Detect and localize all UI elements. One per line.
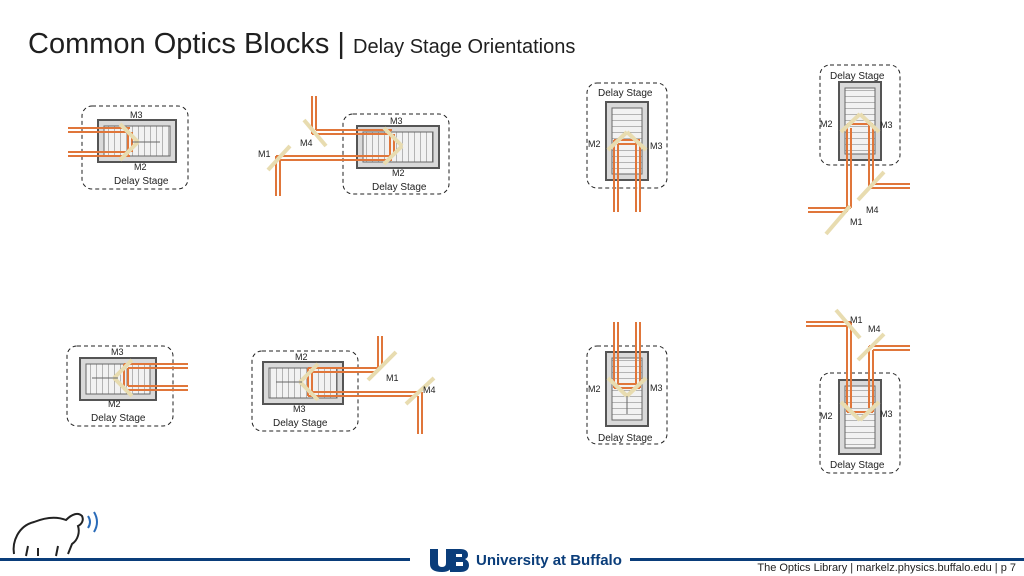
block-8-label-m4: M4 [868,324,881,334]
block-4-mirror-m3 [858,112,881,134]
block-6-mirror-m4 [404,376,436,406]
footer-text: The Optics Library | markelz.physics.buf… [757,562,1016,574]
block-4-label-m4: M4 [866,205,879,215]
block-7-label-m2: M2 [588,384,601,394]
block-3-mirror-m2 [606,130,629,152]
block-4-beam [808,123,910,213]
page-title: Common Optics Blocks | Delay Stage Orien… [28,28,575,61]
block-6-beam [307,336,423,434]
block-8-mirror-m1 [834,308,862,340]
block-1-mirror-m3 [118,122,140,144]
block-6-boundary [251,350,359,432]
title-sub: Delay Stage Orientations [353,36,576,58]
block-5-label-m3: M3 [111,347,124,357]
block-2: M3 M4 M1 M2 Delay Stage [258,96,450,196]
block-3-mirror-m3 [625,130,648,152]
block-6-label-m3: M3 [293,404,306,414]
block-4-mirror-m4 [856,170,886,202]
block-6-mirror-m1 [366,350,398,382]
block-5-label-stage: Delay Stage [91,413,146,424]
block-5-mirror-m3 [112,358,134,380]
block-2-label-m1: M1 [258,149,271,159]
block-2-mirror-m1 [266,144,292,172]
block-6-label-stage: Delay Stage [273,418,328,429]
block-4-label-m2: M2 [820,119,833,129]
block-7-mirror-m2 [606,376,629,398]
block-8-boundary [819,372,901,474]
block-2-mirror-m4 [302,118,328,148]
block-8-mirror-m2 [839,400,862,422]
block-8-label-m3: M3 [880,409,893,419]
block-7-label-m3: M3 [650,383,663,393]
block-2-mirror-m3 [382,126,404,148]
footer-rule-left [0,558,410,561]
block-7-beam [613,322,641,389]
block-1: M3 M2 Delay Stage [68,105,189,190]
block-8-label-stage: Delay Stage [830,460,885,471]
block-3-boundary [586,82,668,189]
block-1-boundary [81,105,189,190]
block-5: M3 M2 Delay Stage [66,345,188,427]
title-main: Common Optics Blocks | [28,28,345,60]
block-4-mirror-m1 [824,204,852,236]
block-1-label-m2: M2 [134,162,147,172]
block-6-label-m1: M1 [386,373,399,383]
block-3-label-m2: M2 [588,139,601,149]
block-1-label-m3: M3 [130,110,143,120]
ub-logo: University at Buffalo [418,547,630,573]
block-4-label-m1: M1 [850,217,863,227]
ub-logo-icon [430,549,469,572]
block-2-stage-rail [362,131,434,163]
block-4-stage-rail [844,87,876,155]
block-8-mirror-m3 [858,400,881,422]
block-6: M2 M3 M1 M4 Delay Stage [251,336,436,434]
block-8-stage-rail [844,385,876,449]
buffalo-icon [12,511,98,557]
block-8-label-m2: M2 [820,411,833,421]
block-4-label-m3: M3 [880,120,893,130]
block-6-label-m4: M4 [423,385,436,395]
block-7-mirror-m3 [625,376,648,398]
block-8-mirror-m4 [856,332,886,362]
block-4: Delay Stage M2 M3 M4 M1 [808,64,910,236]
block-7: M2 M3 Delay Stage [586,322,668,445]
block-6-label-m2: M2 [295,352,308,362]
block-2-label-stage: Delay Stage [372,182,427,193]
block-5-boundary [66,345,174,427]
block-4-label-stage: Delay Stage [830,71,885,82]
block-7-boundary [586,345,668,445]
block-4-boundary [819,64,901,166]
block-6-mirror-m3 [298,380,320,402]
block-5-label-m2: M2 [108,399,121,409]
block-2-label-m3: M3 [390,116,403,126]
block-5-mirror-m2 [112,376,134,398]
block-8: M1 M4 M2 M3 Delay Stage [806,308,910,474]
block-2-boundary [342,113,450,195]
block-2-label-m4: M4 [300,138,313,148]
block-2-mirror-m2 [382,144,404,166]
block-7-label-stage: Delay Stage [598,433,653,444]
footer-rule-right [612,558,1024,561]
block-8-label-m1: M1 [850,315,863,325]
block-6-mirror-m2 [298,362,320,384]
block-2-label-m2: M2 [392,168,405,178]
block-3: Delay Stage M2 M3 [586,82,668,212]
block-1-label-stage: Delay Stage [114,176,169,187]
block-3-label-stage: Delay Stage [598,88,653,99]
block-1-mirror-m2 [118,140,140,162]
block-4-mirror-m2 [839,112,862,134]
university-name: University at Buffalo [476,551,622,569]
block-3-label-m3: M3 [650,141,663,151]
